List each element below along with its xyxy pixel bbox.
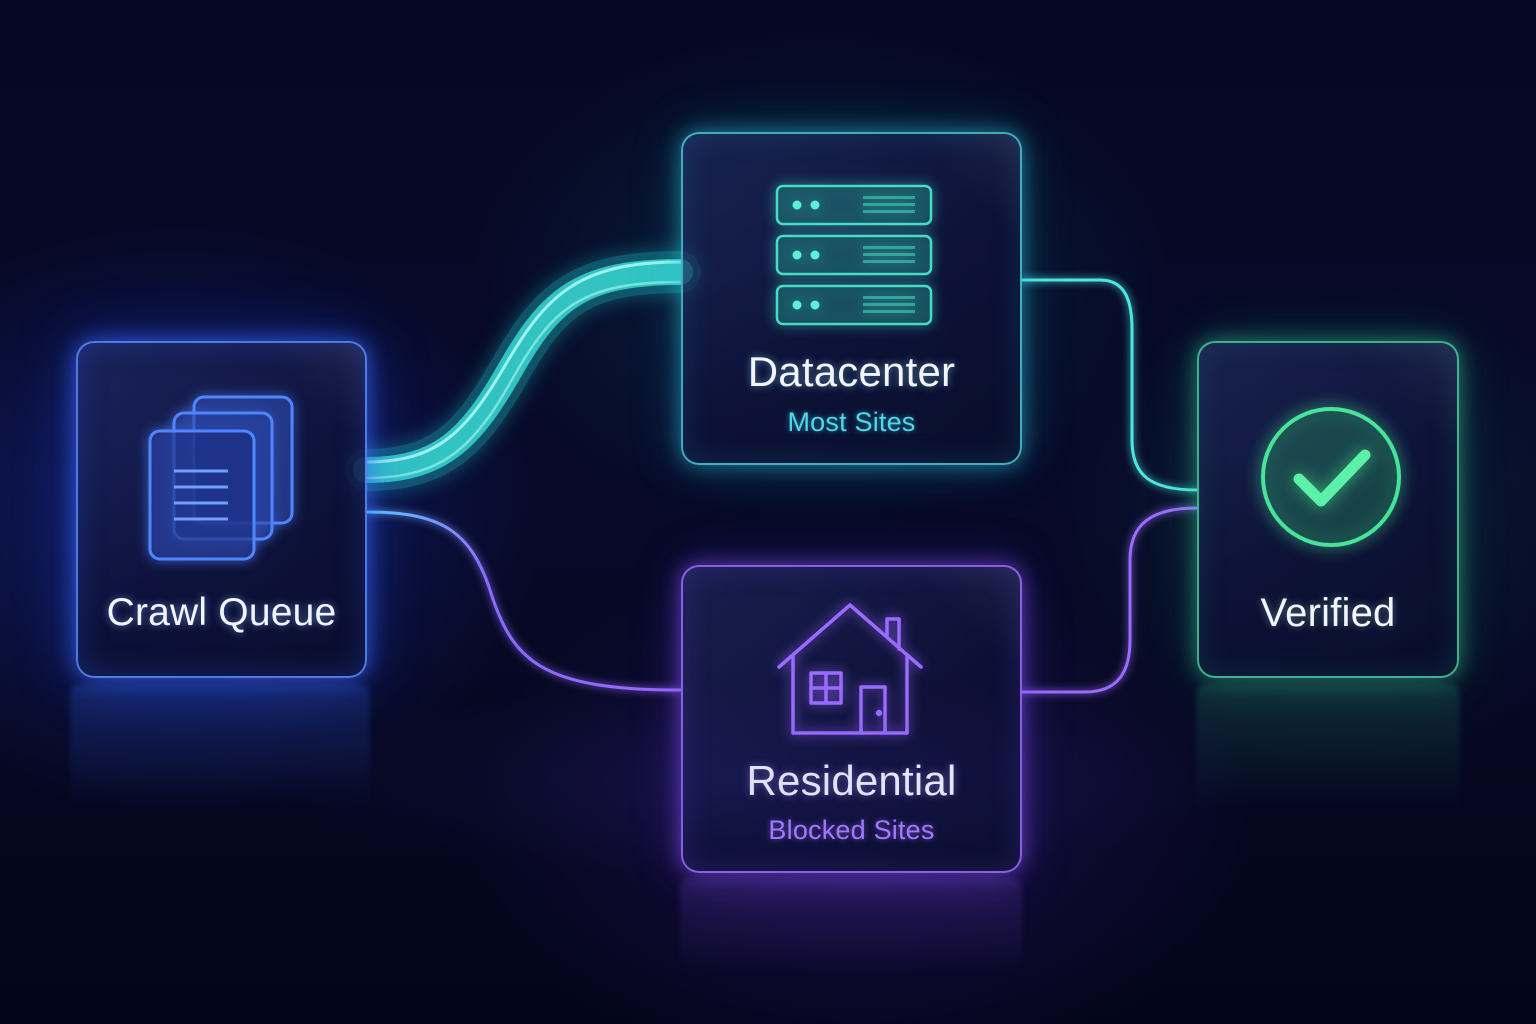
crawl-queue-label: Crawl Queue xyxy=(106,591,337,634)
edge-residential-to-verified xyxy=(1020,506,1199,694)
house-icon xyxy=(775,601,925,737)
verified-label: Verified xyxy=(1260,591,1396,635)
edge-queue-to-residential xyxy=(364,510,682,692)
node-residential: Residential Blocked Sites xyxy=(681,565,1022,873)
server-rack-icon xyxy=(775,184,933,330)
residential-label: Residential xyxy=(746,757,957,804)
datacenter-sublabel: Most Sites xyxy=(787,407,916,437)
datacenter-label: Datacenter xyxy=(747,348,956,395)
documents-stack-icon xyxy=(144,393,304,563)
node-crawl-queue: Crawl Queue xyxy=(76,341,367,678)
residential-sublabel: Blocked Sites xyxy=(768,815,935,845)
edge-datacenter-to-verified xyxy=(1020,278,1199,492)
check-circle-icon xyxy=(1259,405,1403,549)
node-datacenter: Datacenter Most Sites xyxy=(681,132,1022,465)
node-verified: Verified xyxy=(1197,341,1459,678)
